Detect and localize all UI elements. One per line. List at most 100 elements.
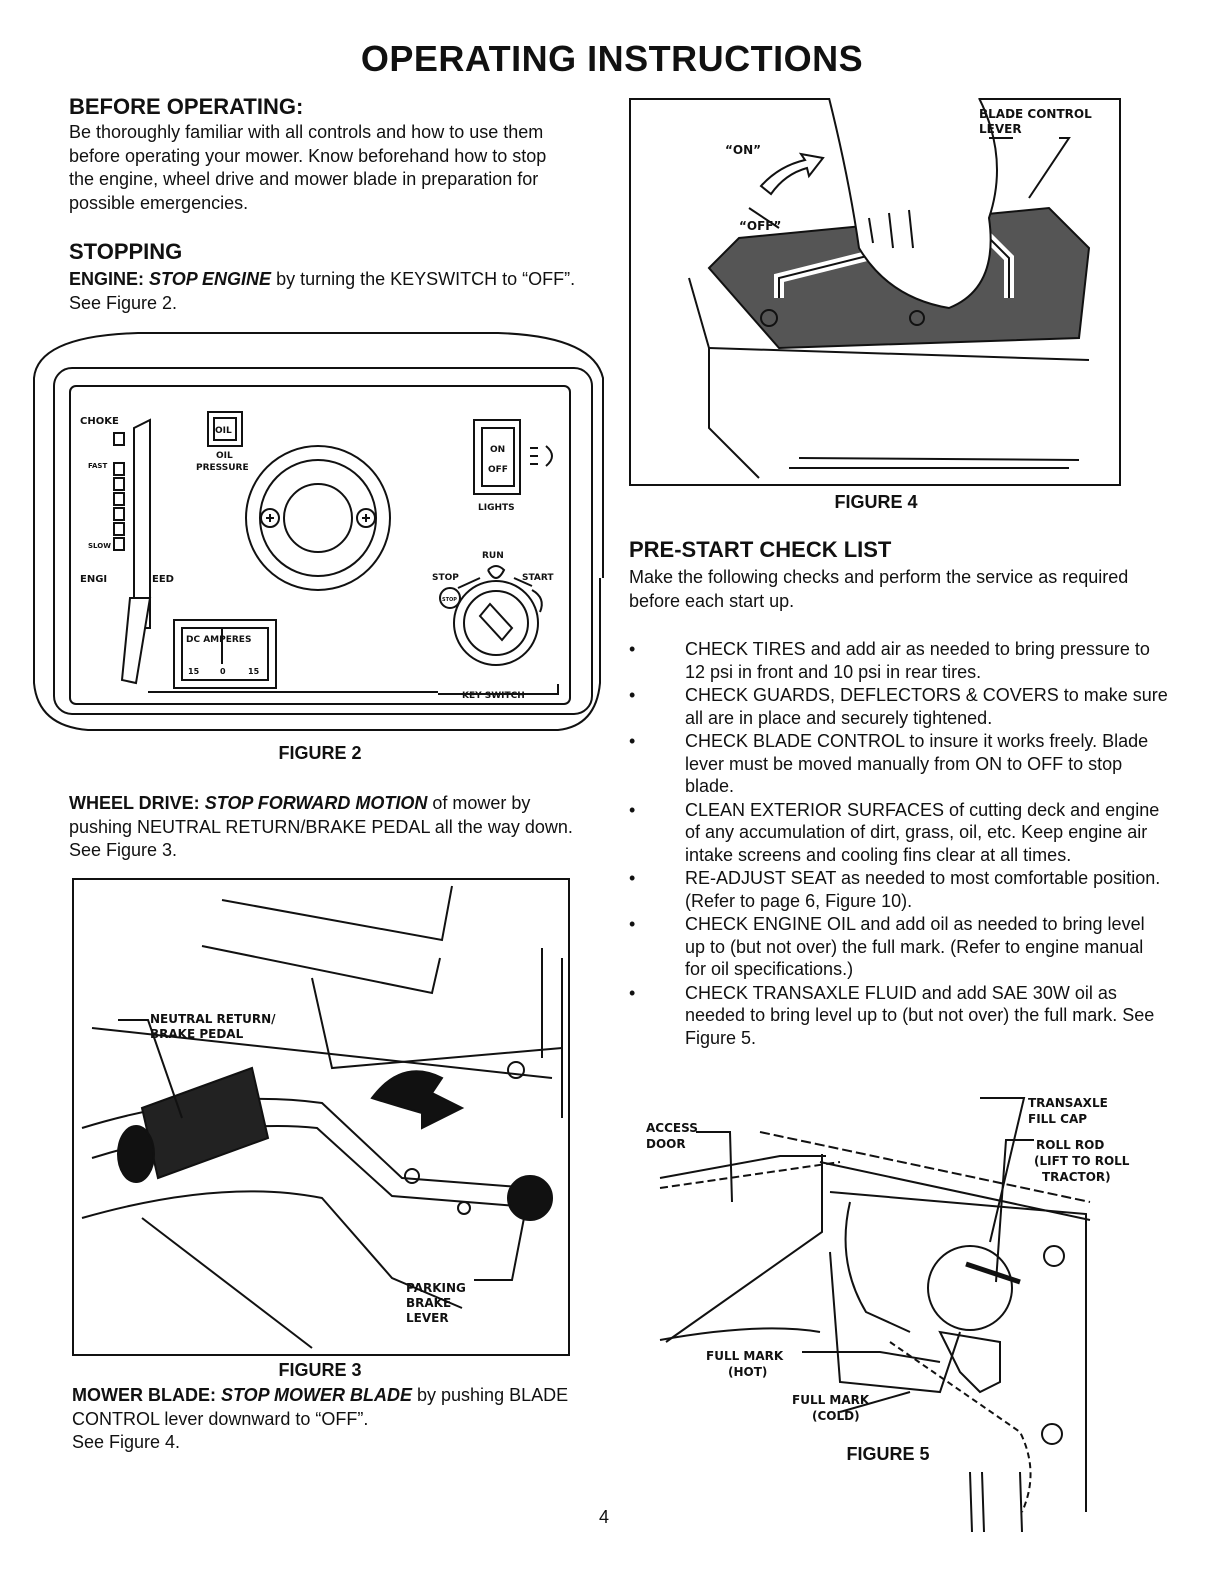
stopping-heading: STOPPING [69,239,183,264]
scale-mid: 0 [220,667,226,676]
cold-callout-2: (COLD) [812,1409,860,1423]
fender-curve [889,1341,1032,1513]
figure-3-brake-pedal: NEUTRAL RETURN/ BRAKE PEDAL PARKING BRAK… [72,878,570,1356]
key-icon [478,602,514,642]
gauge-screw-icon [356,508,376,528]
frame-edge [201,945,441,995]
bolt-icon [404,1168,420,1184]
access-door-side [665,1154,823,1343]
frame-lines [969,1471,1023,1532]
wheel-drive-label: WHEEL DRIVE: [69,793,200,813]
figure-2-caption: FIGURE 2 [278,743,362,763]
throttle-mark [113,432,125,446]
roll-rod [965,1261,1021,1285]
access-callout-1: ACCESS [646,1121,698,1135]
before-operating-text: Be thoroughly familiar with all controls… [69,122,547,213]
floor-line [81,1190,463,1309]
dash-panel [69,385,571,705]
access-door-edge [659,1161,841,1189]
push-arrow-icon [370,1070,465,1130]
throttle-mark [113,522,125,536]
list-item: •CHECK ENGINE OIL and add oil as needed … [629,914,1145,979]
list-item: •CHECK GUARDS, DEFLECTORS & COVERS to ma… [629,685,1168,728]
parking-callout-line [474,1217,525,1281]
wheel-drive-text: of mower by pushing NEUTRAL RETURN/BRAKE… [69,793,573,860]
pedal-callout-line [118,1019,183,1119]
oil-light-inner [213,417,237,441]
fill-cap-callout-line [980,1097,1026,1243]
scale-left: 15 [188,667,200,676]
figure-2-dashboard: CHOKE FAST SLOW ENGI EED OIL OIL PRESSUR… [33,332,604,731]
figure-3-frame [72,878,570,1356]
fill-neck [938,1330,1001,1394]
figure-4-blade-control: “ON” “OFF” BLADE CONTROL LEVER [629,98,1121,486]
bolt-icon [909,310,925,326]
parking-callout-3: LEVER [406,1311,449,1325]
oil-pressure-label-a: OIL [216,451,233,461]
brake-pedal-pad [140,1066,270,1180]
lever-callout-line [989,137,1071,199]
key-switch-outer [453,580,539,666]
ammeter-face [181,627,269,681]
engine-speed-label-b: EED [152,574,174,585]
headlight-icon [530,445,553,467]
mower-blade-label: MOWER BLADE: [72,1385,216,1405]
list-item: •RE-ADJUST SEAT as needed to most comfor… [629,868,1161,911]
pedal-callout-2: BRAKE PEDAL [150,1027,244,1041]
off-pointer [748,207,780,229]
fender-line [311,977,563,1070]
dc-amperes-label: DC AMPERES [186,635,251,645]
slow-label: SLOW [88,542,111,550]
list-item: •CLEAN EXTERIOR SURFACES of cutting deck… [629,799,1160,865]
access-callout-line [696,1131,733,1203]
oil-pressure-gauge-outer [245,445,391,591]
mower-blade-action: STOP MOWER BLADE [221,1385,413,1405]
throttle-slot [133,418,151,629]
bullet: • [629,731,636,751]
oil-pressure-label-b: PRESSURE [196,463,249,473]
prestart-list: •CHECK TIRES and add air as needed to br… [629,638,1169,1050]
throttle-mark [113,492,125,506]
on-label: “ON” [725,143,761,157]
bolt-icon [457,1201,471,1215]
side-panel [829,1191,1087,1512]
fill-callout-2: FILL CAP [1028,1112,1087,1126]
floor-edge [141,1217,313,1349]
ammeter-frame [173,619,277,689]
oil-light-box [207,411,243,447]
hot-callout-line [802,1351,941,1363]
side-panel-lines [541,948,563,1118]
bullet: • [629,639,636,659]
list-item: •CHECK BLADE CONTROL to insure it works … [629,731,1149,796]
deck-line [91,1027,553,1079]
fill-callout-1: TRANSAXLE [1028,1096,1108,1110]
engine-label: ENGINE: [69,269,145,289]
engine-stop-paragraph: ENGINE: STOP ENGINE by turning the KEYSW… [69,268,589,315]
housing-curve [844,1201,911,1333]
engine-action: STOP ENGINE [149,269,272,289]
roll-callout-3: TRACTOR) [1042,1170,1111,1184]
bullet: • [629,685,636,705]
choke-label: CHOKE [80,416,119,427]
hand-fingers [868,209,914,249]
wheel-drive-action: STOP FORWARD MOTION [204,793,428,813]
prestart-intro: Make the following checks and perform th… [629,567,1129,611]
lights-switch-bezel [473,419,521,495]
access-callout-2: DOOR [646,1137,686,1151]
cold-callout-line [839,1391,911,1413]
oil-light-text: OIL [215,426,232,436]
mower-blade-paragraph: MOWER BLADE: STOP MOWER BLADE by pushing… [72,1384,572,1455]
fill-cap-icon [927,1245,1013,1331]
keyswitch-label: KEY SWITCH [462,691,525,701]
dash-outer-bottom [33,578,601,731]
off-label: OFF [488,465,508,475]
lights-label: LIGHTS [478,503,515,513]
keyswitch-callout-line [438,684,559,695]
lever-callout-2: LEVER [979,122,1022,136]
engine-text: by turning the KEYSWITCH to “OFF”. See F… [69,269,576,313]
on-label: ON [490,445,505,455]
list-item: •CHECK TRANSAXLE FLUID and add SAE 30W o… [629,982,1155,1048]
figure-4-caption: FIGURE 4 [834,492,918,512]
figure-5-transaxle: ACCESS DOOR TRANSAXLE FILL CAP ROLL ROD … [646,1096,1130,1532]
key-position-ticks [457,577,533,589]
